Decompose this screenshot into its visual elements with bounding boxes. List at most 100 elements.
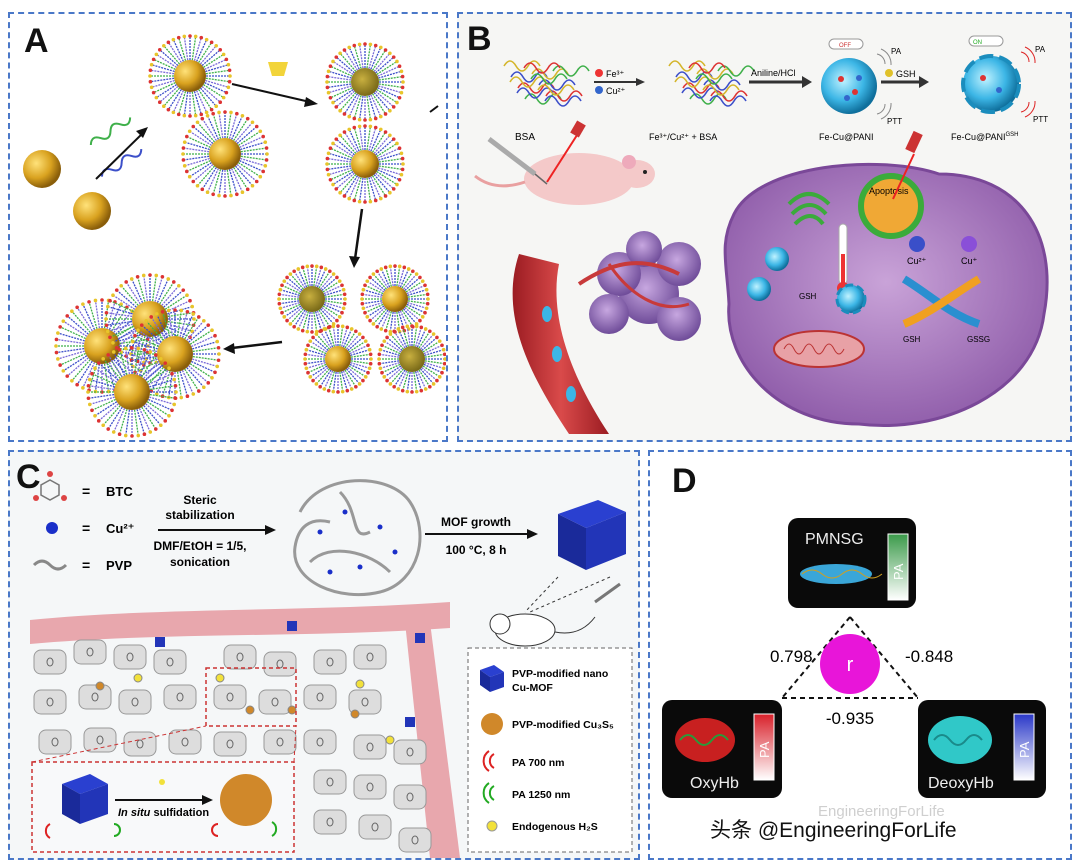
dna-coated-particle (303, 324, 373, 394)
pa700-icon (482, 750, 495, 772)
particle (287, 705, 297, 715)
fe-ion-dot (595, 69, 603, 77)
gsh-bottom-label: GSH (903, 335, 921, 344)
legend-pvp: PVP (106, 558, 132, 573)
panel-d-illustration: r 0.798 -0.848 -0.935 PMNSG PA OxyHb PA … (662, 518, 1046, 842)
fe-cu-pani-gsh-sphere (961, 54, 1021, 114)
blood-vessel (512, 254, 609, 434)
cu1-ion (961, 236, 977, 252)
mouse (524, 153, 634, 205)
tissue-cell (153, 649, 187, 675)
tissue-cell (213, 731, 247, 757)
arrow (353, 208, 364, 260)
panel-c: C = BTC = Cu²⁺ = PVP Steric stabilizatio… (8, 450, 640, 860)
watermark-main: 头条 @EngineeringForLife (710, 819, 957, 842)
step1-text-b: stabilization (165, 508, 234, 522)
bsa-protein (503, 60, 590, 107)
tissue-cell (113, 644, 147, 670)
cup-shape (268, 62, 288, 76)
gold-nanoparticle (23, 150, 61, 188)
laser-beam (546, 131, 580, 183)
pa1250-icon (482, 782, 495, 804)
fe-label: Fe³⁺ (606, 69, 625, 79)
fe-cu-pani-sphere (821, 58, 877, 114)
dna-coated-particle (325, 42, 405, 122)
gsh-top-label: GSH (896, 69, 916, 79)
correlation-center (820, 634, 880, 694)
tissue-cell (223, 644, 257, 670)
aniline-label: Aniline/HCl (751, 68, 796, 78)
svg-text:=: = (82, 520, 90, 536)
particle (350, 709, 360, 719)
highlight-box (205, 667, 297, 727)
fe-cu-bsa-protein (668, 60, 755, 107)
particle (385, 735, 395, 745)
tissue-cell (313, 809, 347, 835)
deoxyhb-box: DeoxyHb PA (918, 700, 1046, 798)
svg-text:PA: PA (891, 563, 906, 580)
fe-cu-bsa-caption: Fe³⁺/Cu²⁺ + BSA (649, 132, 717, 142)
panel-d: D r 0.798 -0.848 -0.935 PMNSG (648, 450, 1072, 860)
tissue-cell (398, 827, 432, 853)
step1-text-d: sonication (170, 555, 230, 569)
svg-text:OFF: OFF (839, 43, 851, 49)
mof-particle (405, 717, 415, 727)
syringe (487, 137, 537, 176)
svg-text:PA: PA (757, 741, 772, 758)
svg-text:r: r (847, 654, 854, 676)
dna-coated-particle (377, 324, 446, 394)
fe-cu-pani-gsh-caption: Fe-Cu@PANIGSH (951, 132, 1019, 142)
dna-strand-green (89, 117, 132, 146)
corr-right: -0.848 (905, 647, 953, 666)
apoptosis-label: Apoptosis (869, 186, 909, 196)
step2-text-b: 100 °C, 8 h (446, 543, 507, 557)
assembled-particle (86, 346, 178, 438)
cu3s5-icon (481, 713, 503, 735)
cu-mof-cube (558, 500, 626, 570)
cu2-ion (909, 236, 925, 252)
panel-b: B Fe³⁺ (457, 12, 1072, 442)
vessel-strip (30, 602, 450, 644)
particle (133, 673, 143, 683)
ptt-label-1: PTT (887, 117, 902, 126)
svg-text:Cu²⁺: Cu²⁺ (907, 256, 927, 266)
tissue-cell (358, 814, 392, 840)
tissue-cell (213, 684, 247, 710)
pa-label-2: PA (1035, 45, 1046, 54)
svg-text:DeoxyHb: DeoxyHb (928, 775, 994, 792)
dna-coated-particle (181, 110, 269, 198)
legend-cu: Cu²⁺ (106, 521, 135, 536)
key1-a: PVP-modified nano (512, 668, 608, 680)
gsh-cell-label: GSH (799, 292, 817, 301)
dna-coated-particle (360, 264, 430, 334)
mof-particle (415, 633, 425, 643)
key2: PVP-modified Cu₃S₅ (512, 719, 614, 731)
panel-c-illustration: = BTC = Cu²⁺ = PVP Steric stabilization … (30, 471, 633, 858)
svg-text:=: = (82, 483, 90, 499)
particle (215, 673, 225, 683)
tissue-cell (303, 729, 337, 755)
h2s-icon (486, 820, 498, 832)
tissue-cell (353, 774, 387, 800)
panel-c-label: C (16, 458, 41, 496)
tissue-cell (263, 651, 297, 677)
tissue-cell (73, 639, 107, 665)
svg-text:Cu⁺: Cu⁺ (961, 256, 978, 266)
key4: PA 1250 nm (512, 789, 570, 801)
corr-bottom: -0.935 (826, 709, 874, 728)
dna-strand-blue (100, 149, 143, 177)
dna-coated-particle (148, 34, 232, 118)
cu-ion-icon (46, 522, 58, 534)
polymer-tangle (293, 479, 422, 597)
insitu-label: In situ sulfidation (118, 807, 209, 819)
cu-ion-dot (595, 86, 603, 94)
svg-text:=: = (82, 557, 90, 573)
oxyhb-box: OxyHb PA (662, 700, 782, 798)
tissue-cell (33, 649, 67, 675)
ptt-label-2: PTT (1033, 115, 1048, 124)
pvp-icon (32, 559, 68, 571)
step1-text-a: Steric (183, 493, 217, 507)
cu-label: Cu²⁺ (606, 86, 626, 96)
particle (95, 681, 105, 691)
cycle-arrow (902, 275, 982, 328)
